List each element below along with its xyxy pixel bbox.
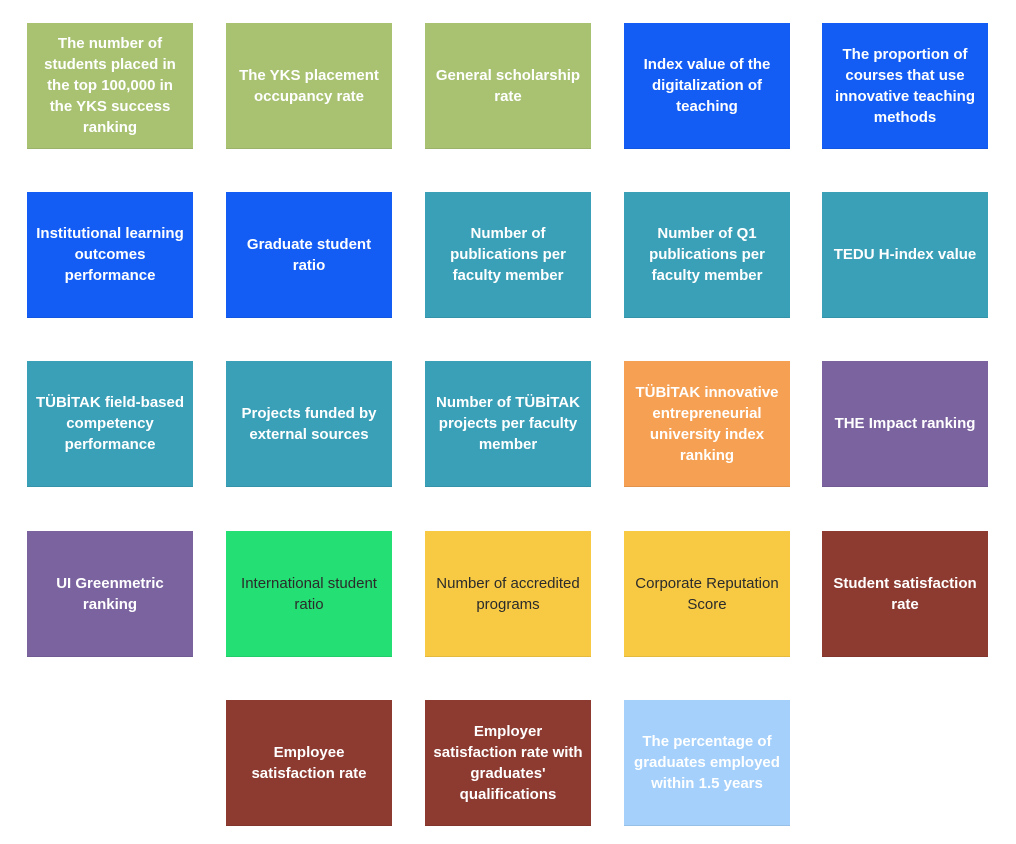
indicator-tile-corporate-reputation: Corporate Reputation Score bbox=[624, 531, 790, 657]
indicator-tile-graduates-employed: The percentage of graduates employed wit… bbox=[624, 700, 790, 826]
indicator-tile-accredited-programs: Number of accredited programs bbox=[425, 531, 591, 657]
indicator-tile-innovative-teaching-courses: The proportion of courses that use innov… bbox=[822, 23, 988, 149]
indicator-tile-yks-occupancy-rate: The YKS placement occupancy rate bbox=[226, 23, 392, 149]
indicator-tile-tubitak-competency: TÜBİTAK field-based competency performan… bbox=[27, 361, 193, 487]
indicator-tile-entrepreneurial-index: TÜBİTAK innovative entrepreneurial unive… bbox=[624, 361, 790, 487]
indicator-tile-tedu-h-index: TEDU H-index value bbox=[822, 192, 988, 318]
indicator-tile-yks-top-100000: The number of students placed in the top… bbox=[27, 23, 193, 149]
indicator-tile-publications-per-faculty: Number of publications per faculty membe… bbox=[425, 192, 591, 318]
indicator-tile-employee-satisfaction: Employee satisfaction rate bbox=[226, 700, 392, 826]
indicator-tile-student-satisfaction: Student satisfaction rate bbox=[822, 531, 988, 657]
indicator-tile-tubitak-projects-per-faculty: Number of TÜBİTAK projects per faculty m… bbox=[425, 361, 591, 487]
indicator-tile-external-funded-projects: Projects funded by external sources bbox=[226, 361, 392, 487]
indicator-tile-employer-satisfaction: Employer satisfaction rate with graduate… bbox=[425, 700, 591, 826]
indicator-tile-general-scholarship-rate: General scholarship rate bbox=[425, 23, 591, 149]
indicator-tile-graduate-student-ratio: Graduate student ratio bbox=[226, 192, 392, 318]
indicator-tile-digitalization-index: Index value of the digitalization of tea… bbox=[624, 23, 790, 149]
indicator-tile-learning-outcomes: Institutional learning outcomes performa… bbox=[27, 192, 193, 318]
indicator-tile-international-student-ratio: International student ratio bbox=[226, 531, 392, 657]
indicator-tile-q1-publications-per-faculty: Number of Q1 publications per faculty me… bbox=[624, 192, 790, 318]
indicator-tile-ui-greenmetric: UI Greenmetric ranking bbox=[27, 531, 193, 657]
indicator-tile-the-impact-ranking: THE Impact ranking bbox=[822, 361, 988, 487]
